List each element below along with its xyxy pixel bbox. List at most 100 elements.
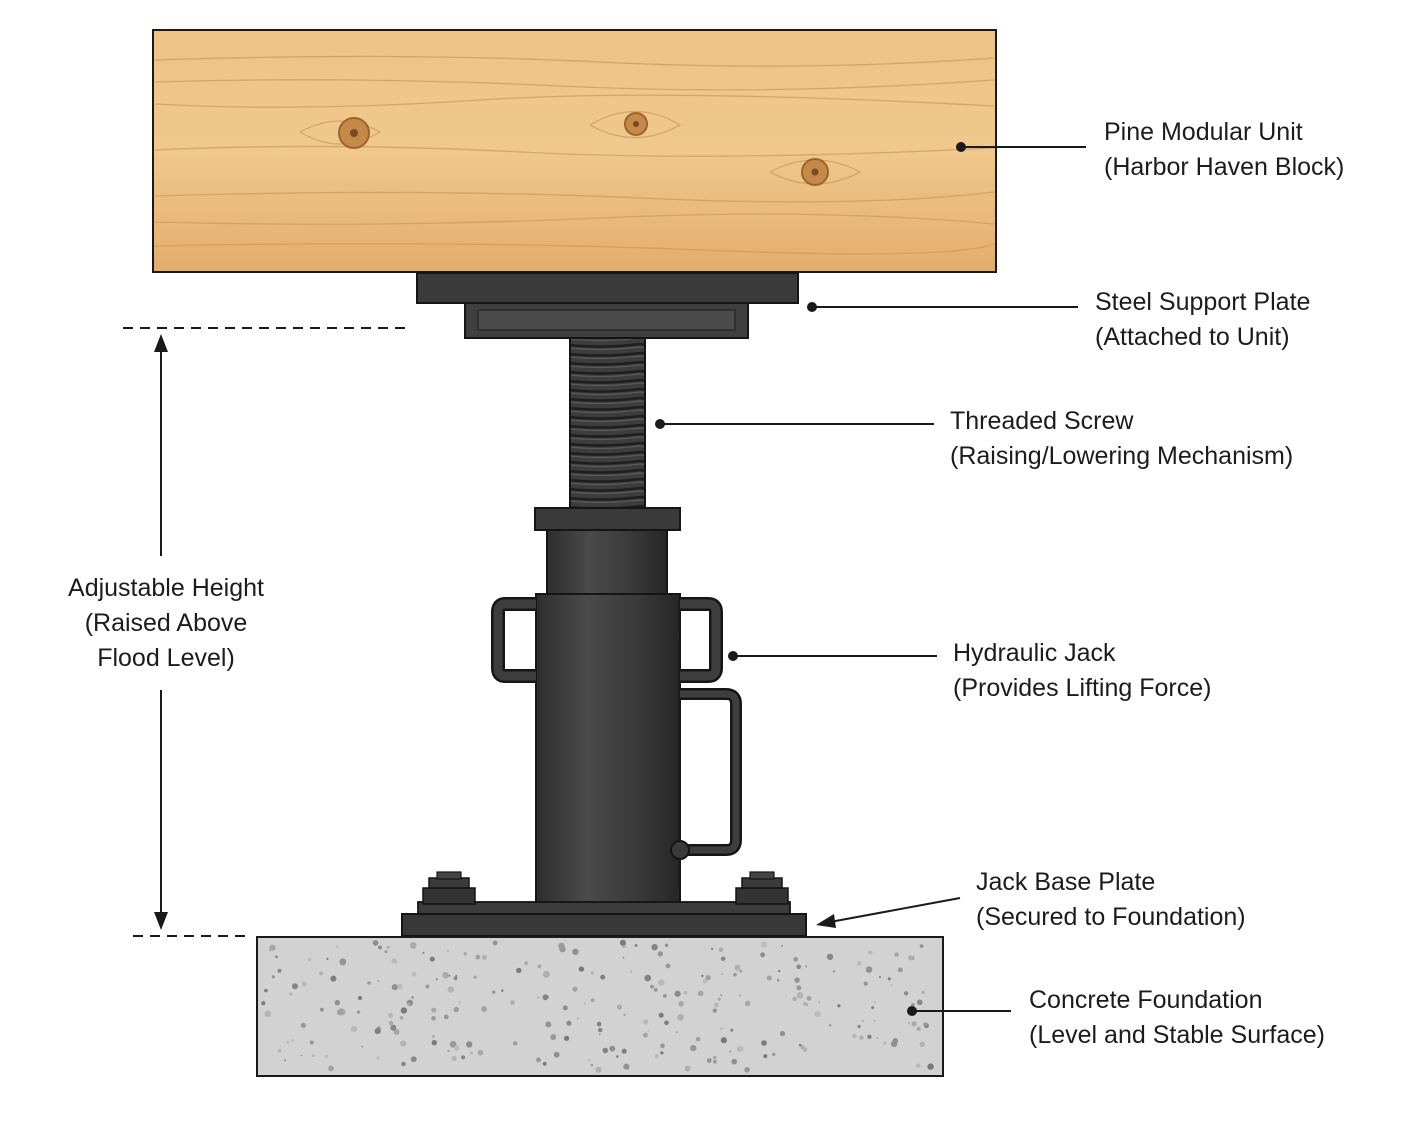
concrete-speckle <box>796 964 801 970</box>
concrete-speckle <box>442 972 449 979</box>
concrete-speckle <box>793 956 798 962</box>
concrete-speckle <box>623 1063 630 1070</box>
concrete-speckle <box>542 1061 547 1066</box>
concrete-speckle <box>477 1049 484 1056</box>
concrete-speckle <box>883 1041 887 1045</box>
concrete-speckle <box>562 1005 568 1011</box>
label-line: (Harbor Haven Block) <box>1104 153 1345 181</box>
concrete-speckle <box>372 940 379 946</box>
concrete-speckle <box>713 1002 719 1008</box>
concrete-speckle <box>664 943 669 947</box>
concrete-speckle <box>796 992 804 999</box>
concrete-speckle <box>721 973 724 976</box>
concrete-speckle <box>644 974 651 982</box>
label-threaded-screw: Threaded Screw (Raising/Lowering Mechani… <box>950 404 1293 474</box>
concrete-speckle <box>473 975 477 979</box>
hydraulic-jack <box>491 507 742 907</box>
concrete-speckle <box>399 1016 404 1020</box>
concrete-speckle <box>718 947 724 953</box>
concrete-speckle <box>654 1054 659 1059</box>
label-line: (Level and Stable Surface) <box>1029 1021 1326 1049</box>
concrete-speckle <box>710 947 714 951</box>
concrete-speckle <box>911 1021 917 1027</box>
concrete-speckle <box>446 949 450 952</box>
concrete-speckle <box>720 956 726 962</box>
concrete-speckle <box>660 1043 665 1049</box>
concrete-speckle <box>481 1006 487 1012</box>
concrete-speckle <box>622 956 625 959</box>
label-concrete-foundation: Concrete Foundation (Level and Stable Su… <box>1029 983 1325 1053</box>
concrete-speckle <box>510 1000 515 1005</box>
concrete-speckle <box>334 1000 340 1006</box>
label-adjustable-height: Adjustable Height (Raised Above Flood Le… <box>50 571 282 676</box>
concrete-speckle <box>760 941 768 948</box>
concrete-speckle <box>712 1008 717 1013</box>
label-line: Hydraulic Jack <box>953 639 1116 667</box>
concrete-speckle <box>277 968 282 973</box>
concrete-speckle <box>778 969 781 973</box>
concrete-speckle <box>720 1037 728 1044</box>
concrete-speckle <box>328 1065 334 1072</box>
concrete-speckle <box>301 981 307 987</box>
concrete-speckle <box>374 1028 381 1035</box>
concrete-speckle <box>619 939 626 946</box>
concrete-speckle <box>794 977 800 983</box>
concrete-speckle <box>677 1014 684 1021</box>
concrete-speckle <box>455 974 458 977</box>
concrete-speckle <box>576 1017 579 1020</box>
concrete-speckle <box>572 986 578 992</box>
concrete-speckle <box>431 1007 437 1013</box>
concrete-speckle <box>919 1041 925 1048</box>
concrete-speckle <box>733 973 737 977</box>
concrete-foundation <box>256 936 944 1077</box>
concrete-speckle <box>513 1041 518 1046</box>
concrete-speckle <box>806 995 812 1001</box>
concrete-speckle <box>393 1029 400 1035</box>
label-pine-modular-unit: Pine Modular Unit (Harbor Haven Block) <box>1104 115 1344 185</box>
concrete-speckle <box>867 1034 872 1040</box>
height-dimension <box>123 327 410 937</box>
concrete-speckle <box>401 1061 406 1067</box>
concrete-speckle <box>435 978 438 981</box>
concrete-speckle <box>599 1033 601 1035</box>
concrete-speckle <box>731 1058 737 1065</box>
concrete-speckle <box>307 957 312 962</box>
concrete-speckle <box>856 961 862 966</box>
concrete-speckle <box>643 1019 649 1025</box>
concrete-speckle <box>602 1047 608 1054</box>
concrete-speckle <box>647 1030 650 1033</box>
concrete-speckle <box>643 1032 648 1038</box>
concrete-speckle <box>564 1035 570 1041</box>
concrete-speckle <box>447 1049 450 1053</box>
concrete-speckle <box>300 1054 303 1057</box>
concrete-speckle <box>739 969 743 973</box>
concrete-speckle <box>492 940 498 946</box>
concrete-speckle <box>705 975 711 981</box>
concrete-speckle <box>868 950 873 955</box>
concrete-speckle <box>377 979 380 983</box>
concrete-speckle <box>616 1004 623 1010</box>
concrete-speckle <box>695 1036 701 1042</box>
concrete-speckle <box>286 1041 289 1044</box>
concrete-speckle <box>796 985 802 991</box>
concrete-speckle <box>335 945 339 948</box>
concrete-speckle <box>516 967 522 974</box>
concrete-speckle <box>857 1024 861 1029</box>
label-line: (Secured to Foundation) <box>976 903 1246 931</box>
label-jack-base-plate: Jack Base Plate (Secured to Foundation) <box>976 865 1246 935</box>
concrete-speckle <box>802 1047 808 1052</box>
concrete-speckle <box>572 948 579 956</box>
concrete-speckle <box>734 964 741 971</box>
steel-support-plate <box>416 272 799 339</box>
concrete-speckle <box>492 990 496 994</box>
concrete-speckle <box>431 1040 437 1046</box>
concrete-speckle <box>324 1054 329 1059</box>
concrete-speckle <box>623 1013 626 1017</box>
concrete-speckle <box>378 945 382 950</box>
concrete-speckle <box>660 1051 664 1055</box>
concrete-speckle <box>861 1019 865 1023</box>
concrete-speckle <box>650 984 654 989</box>
concrete-speckle <box>781 944 784 948</box>
concrete-speckle <box>684 1065 691 1072</box>
concrete-speckle <box>453 976 458 981</box>
